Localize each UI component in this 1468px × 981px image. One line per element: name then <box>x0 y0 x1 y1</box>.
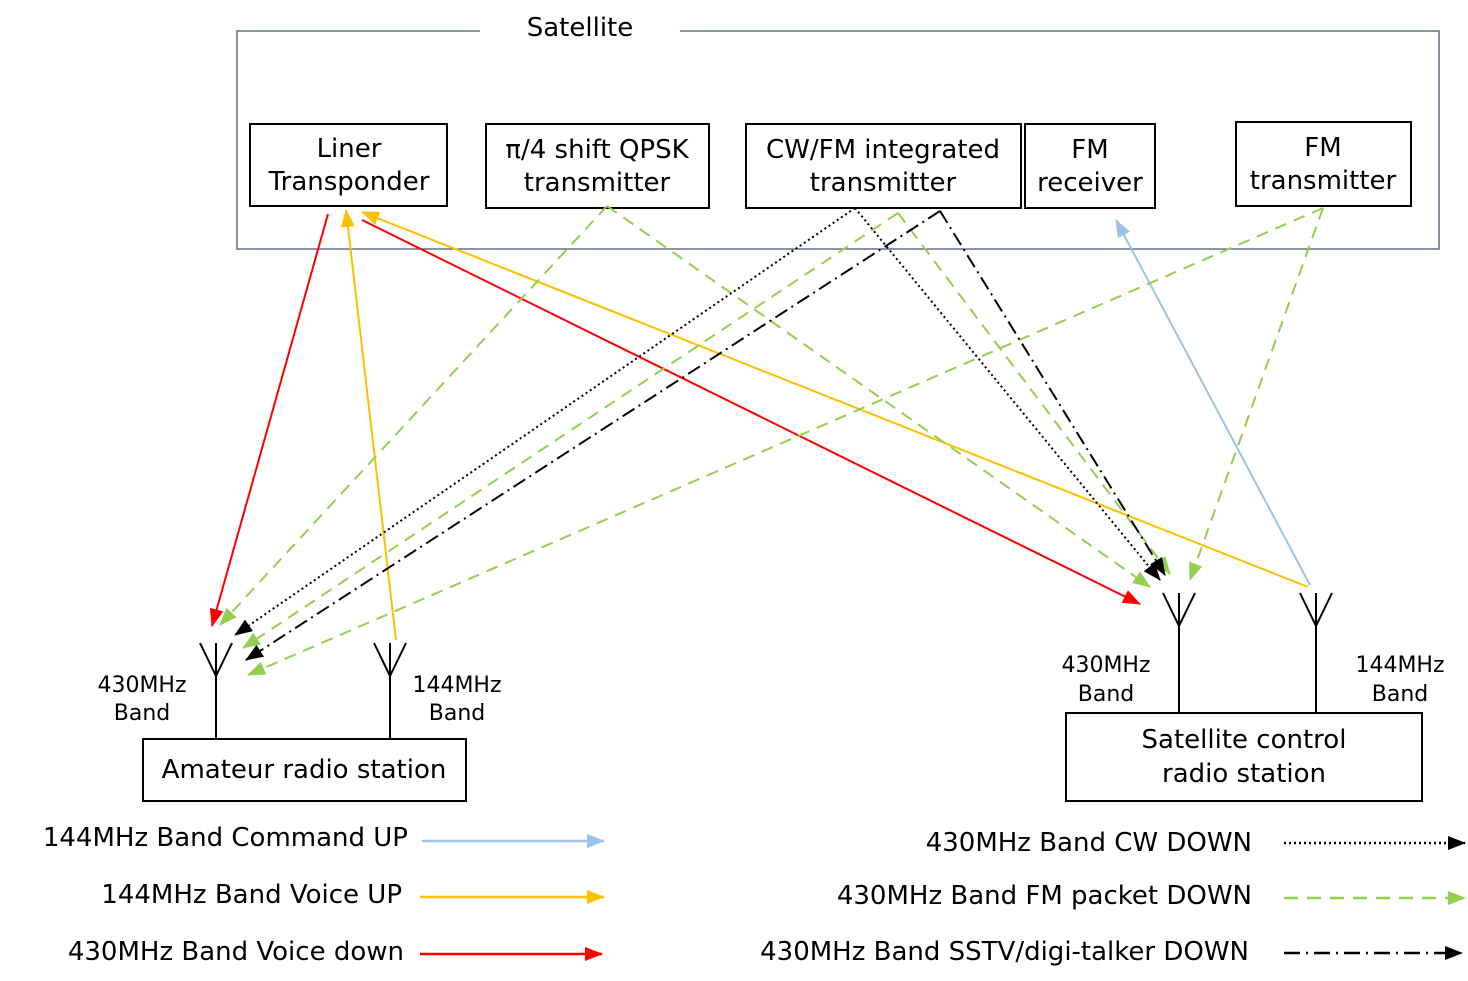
qpsk-to-control <box>606 205 1151 588</box>
amateur-430-label-line1: 430MHz <box>97 673 186 698</box>
amateur-144-label-line2: Band <box>429 701 485 726</box>
control-430-label-line1: 430MHz <box>1061 653 1150 678</box>
legend-voice-down-label: 430MHz Band Voice down <box>68 937 404 967</box>
satellite-title: Satellite <box>527 13 634 43</box>
legend-command-up-label: 144MHz Band Command UP <box>43 823 408 853</box>
amateur-antenna-430 <box>199 642 233 740</box>
liner-transponder-line1: Liner <box>317 134 382 164</box>
fm-tx-to-control <box>1189 207 1324 581</box>
voice-up-from-control <box>361 211 1309 588</box>
fm-transmitter-line1: FM <box>1304 133 1341 163</box>
sstv-to-control <box>939 210 1166 576</box>
legend: 144MHz Band Command UP 144MHz Band Voice… <box>43 823 1466 967</box>
qpsk-transmitter-line2: transmitter <box>524 168 671 198</box>
amateur-station-label: Amateur radio station <box>162 755 447 785</box>
control-144-label-line1: 144MHz <box>1355 653 1444 678</box>
legend-fm-packet-down-label: 430MHz Band FM packet DOWN <box>837 881 1252 911</box>
legend-voice-up-label: 144MHz Band Voice UP <box>101 880 402 910</box>
control-station-label-line2: radio station <box>1162 759 1326 789</box>
legend-cw-down-label: 430MHz Band CW DOWN <box>926 828 1252 858</box>
amateur-station-box: Amateur radio station <box>142 738 467 802</box>
voice-down-to-amateur <box>209 213 329 627</box>
cw-to-amateur <box>234 207 856 636</box>
fm-receiver-line2: receiver <box>1037 168 1143 198</box>
cwfm-fm-to-amateur <box>242 212 899 649</box>
amateur-430-label-line2: Band <box>114 701 170 726</box>
cwfm-transmitter-line2: transmitter <box>810 168 957 198</box>
amateur-144-label-line1: 144MHz <box>412 673 501 698</box>
control-station-label-line1: Satellite control <box>1142 725 1347 755</box>
fm-receiver-line1: FM <box>1071 135 1108 165</box>
satellite-frame <box>236 30 1440 250</box>
control-antenna-430 <box>1162 592 1196 713</box>
legend-sstv-down-label: 430MHz Band SSTV/digi-talker DOWN <box>760 937 1249 967</box>
voice-down-to-control <box>361 219 1141 605</box>
cw-to-control <box>854 207 1161 581</box>
control-144-label-line2: Band <box>1372 682 1428 707</box>
cwfm-fm-to-control <box>897 212 1171 575</box>
control-station-box: Satellite control radio station <box>1065 712 1423 802</box>
control-antenna-144 <box>1299 592 1333 713</box>
command-up-from-control <box>1115 219 1311 586</box>
qpsk-transmitter-box: π/4 shift QPSK transmitter <box>485 123 710 209</box>
sstv-to-amateur <box>245 210 941 661</box>
cwfm-transmitter-box: CW/FM integrated transmitter <box>745 123 1022 209</box>
amateur-antenna-144 <box>373 642 407 740</box>
fm-transmitter-line2: transmitter <box>1250 166 1397 196</box>
liner-transponder-line2: Transponder <box>268 167 430 197</box>
control-430-label-line2: Band <box>1078 682 1134 707</box>
fm-transmitter-box: FM transmitter <box>1235 121 1412 207</box>
qpsk-to-amateur <box>219 205 608 626</box>
cwfm-transmitter-line1: CW/FM integrated <box>766 135 1000 165</box>
signal-links <box>209 205 1324 676</box>
qpsk-transmitter-line1: π/4 shift QPSK <box>505 135 689 165</box>
fm-receiver-box: FM receiver <box>1024 123 1156 209</box>
liner-transponder-box: Liner Transponder <box>249 123 448 207</box>
fm-tx-to-amateur <box>247 207 1324 676</box>
voice-up-from-amateur <box>341 209 397 641</box>
